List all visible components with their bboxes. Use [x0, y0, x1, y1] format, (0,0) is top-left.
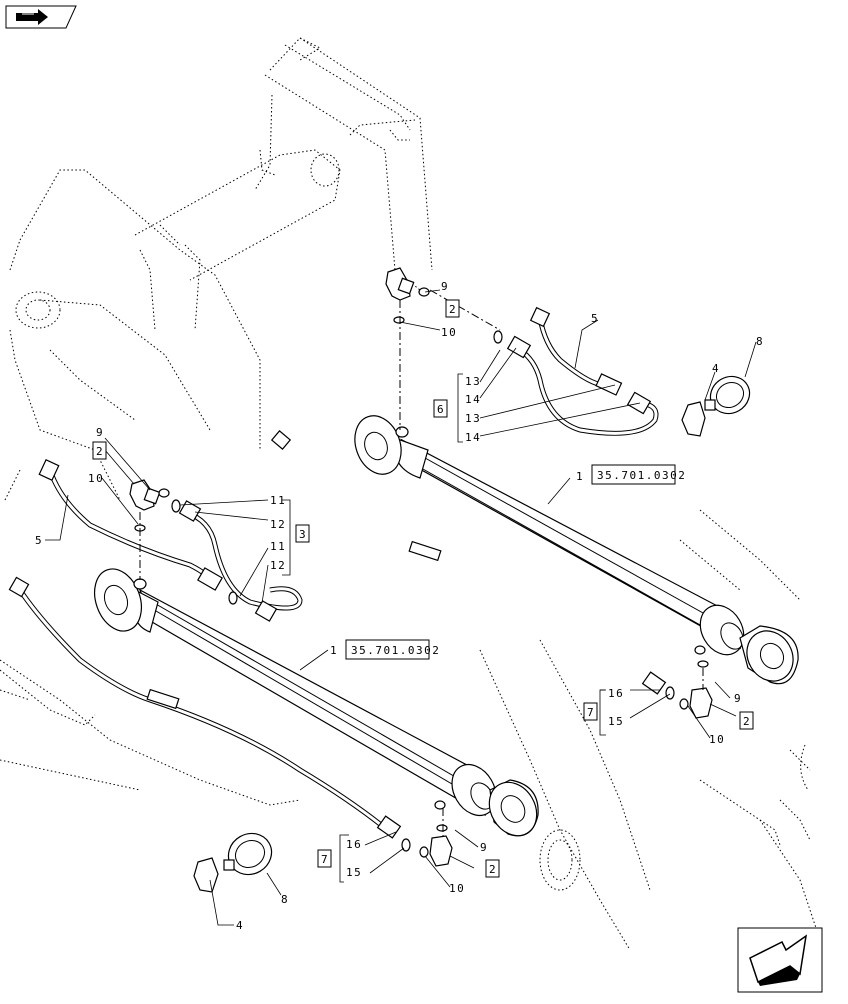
- callout-9: 9: [480, 841, 488, 854]
- kit-box-7: [317, 849, 332, 868]
- callout-14: 14: [465, 431, 481, 444]
- callout-7: 7: [587, 706, 595, 719]
- callout-9: 9: [96, 426, 104, 439]
- callout-7: 7: [321, 853, 329, 866]
- callout-2: 2: [489, 863, 497, 876]
- loader-frame-outline: [0, 37, 821, 951]
- ref-box-1b[interactable]: [345, 639, 430, 660]
- callout-10: 10: [441, 326, 457, 339]
- callout-10: 10: [449, 882, 465, 895]
- ref-label[interactable]: 35.701.0302: [351, 644, 440, 657]
- callout-9: 9: [734, 692, 742, 705]
- callout-5: 5: [35, 534, 43, 547]
- kit-box-2: [739, 711, 754, 730]
- ref-label[interactable]: 35.701.0302: [597, 469, 686, 482]
- callout-5: 5: [591, 312, 599, 325]
- callout-1: 1: [576, 470, 584, 483]
- callout-4: 4: [236, 919, 244, 932]
- hose-clamps: [193, 375, 751, 893]
- lift-cylinder-lower: [94, 568, 539, 837]
- callout-15: 15: [346, 866, 362, 879]
- kit-box-3: [295, 524, 310, 543]
- book-arrow-icon[interactable]: [5, 5, 77, 29]
- kit-box-2: [445, 299, 460, 318]
- next-page-arrow-icon[interactable]: [737, 927, 823, 993]
- callout-15: 15: [608, 715, 624, 728]
- callout-11: 11: [270, 494, 286, 507]
- callout-8: 8: [281, 893, 289, 906]
- callout-10: 10: [709, 733, 725, 746]
- ref-box-1a[interactable]: [591, 464, 676, 485]
- alignment-lines: [139, 289, 704, 836]
- callout-13: 13: [465, 375, 481, 388]
- callout-3: 3: [299, 528, 307, 541]
- kit-box-2: [485, 859, 500, 878]
- kit-box-2: [92, 441, 107, 460]
- lift-cylinder-upper: [354, 415, 799, 685]
- callout-2: 2: [449, 303, 457, 316]
- callout-12: 12: [270, 518, 286, 531]
- callout-4: 4: [712, 362, 720, 375]
- callout-1: 1: [330, 644, 338, 657]
- callout-8: 8: [756, 335, 764, 348]
- callout-14: 14: [465, 393, 481, 406]
- callout-2: 2: [96, 445, 104, 458]
- callout-6: 6: [437, 403, 445, 416]
- callout-16: 16: [608, 687, 624, 700]
- callout-9: 9: [441, 280, 449, 293]
- callout-12: 12: [270, 559, 286, 572]
- callout-16: 16: [346, 838, 362, 851]
- kit-box-6: [433, 399, 448, 418]
- callout-13: 13: [465, 412, 481, 425]
- callout-10: 10: [88, 472, 104, 485]
- fittings: [129, 267, 713, 867]
- callout-11: 11: [270, 540, 286, 553]
- hose-assemblies: [8, 306, 667, 839]
- callout-2: 2: [743, 715, 751, 728]
- leader-lines: [45, 289, 757, 926]
- kit-box-7: [583, 702, 598, 721]
